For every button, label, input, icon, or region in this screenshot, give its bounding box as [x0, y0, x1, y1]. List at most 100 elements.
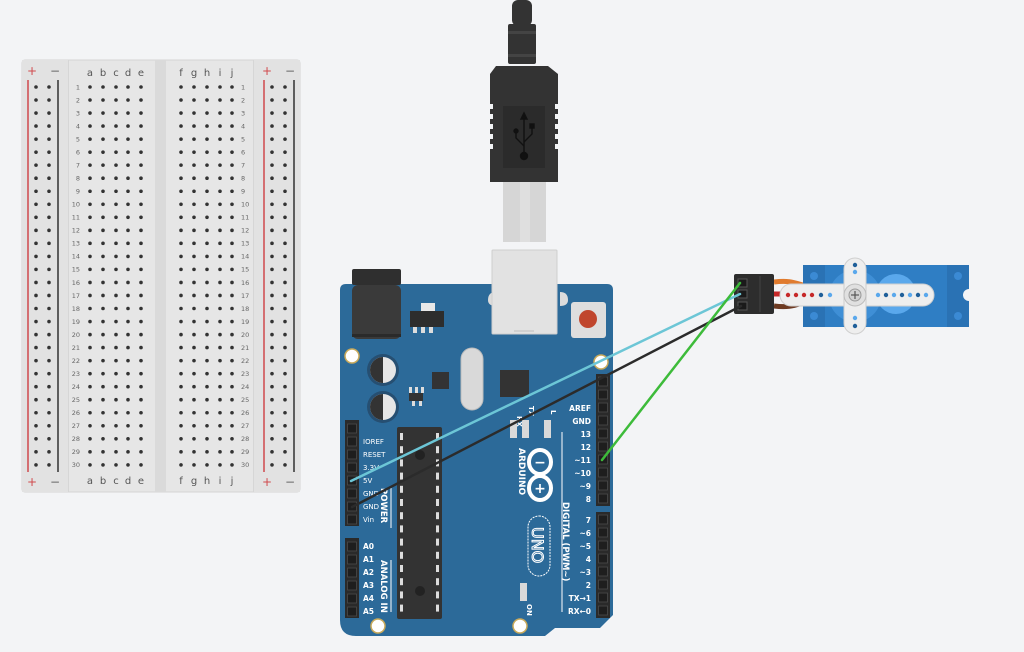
breadboard-holes[interactable]	[34, 85, 287, 467]
header-pin[interactable]	[347, 580, 357, 591]
breadboard-hole[interactable]	[179, 280, 183, 285]
rail-hole[interactable]	[270, 358, 274, 363]
breadboard-hole[interactable]	[101, 137, 105, 141]
rail-hole[interactable]	[34, 280, 38, 285]
breadboard-hole[interactable]	[192, 267, 196, 272]
breadboard-hole[interactable]	[126, 463, 130, 467]
header-pin[interactable]	[598, 540, 608, 551]
breadboard-hole[interactable]	[192, 410, 196, 415]
rail-hole[interactable]	[34, 137, 38, 141]
breadboard-hole[interactable]	[192, 215, 196, 220]
breadboard-hole[interactable]	[88, 397, 92, 402]
breadboard-hole[interactable]	[126, 306, 130, 311]
rail-hole[interactable]	[270, 437, 274, 441]
breadboard-hole[interactable]	[192, 124, 196, 128]
breadboard-hole[interactable]	[205, 124, 209, 128]
breadboard-hole[interactable]	[88, 345, 92, 350]
breadboard-hole[interactable]	[88, 98, 92, 102]
breadboard-hole[interactable]	[205, 241, 209, 246]
breadboard-hole[interactable]	[205, 215, 209, 220]
breadboard-hole[interactable]	[114, 463, 118, 467]
breadboard-hole[interactable]	[88, 280, 92, 285]
breadboard-hole[interactable]	[139, 215, 143, 220]
breadboard-hole[interactable]	[114, 437, 118, 441]
breadboard-hole[interactable]	[101, 410, 105, 415]
rail-hole[interactable]	[283, 267, 287, 272]
wire-5v-to-servo-power[interactable]	[349, 292, 742, 483]
breadboard-hole[interactable]	[139, 319, 143, 324]
breadboard-hole[interactable]	[139, 280, 143, 285]
breadboard-hole[interactable]	[192, 189, 196, 194]
breadboard-hole[interactable]	[192, 437, 196, 441]
breadboard-hole[interactable]	[88, 202, 92, 207]
breadboard-hole[interactable]	[192, 463, 196, 467]
rail-hole[interactable]	[47, 241, 51, 246]
breadboard-hole[interactable]	[179, 437, 183, 441]
header-pin[interactable]	[598, 514, 608, 525]
breadboard-hole[interactable]	[126, 384, 130, 389]
breadboard-hole[interactable]	[101, 463, 105, 467]
breadboard-hole[interactable]	[139, 163, 143, 167]
rail-hole[interactable]	[270, 137, 274, 141]
breadboard-hole[interactable]	[205, 85, 209, 89]
rail-hole[interactable]	[283, 384, 287, 389]
breadboard-hole[interactable]	[218, 319, 222, 324]
rail-hole[interactable]	[270, 228, 274, 233]
rail-hole[interactable]	[283, 423, 287, 428]
breadboard-hole[interactable]	[192, 332, 196, 337]
breadboard-hole[interactable]	[192, 319, 196, 324]
breadboard-hole[interactable]	[230, 202, 234, 207]
rail-hole[interactable]	[47, 345, 51, 350]
rail-hole[interactable]	[283, 241, 287, 246]
header-pin[interactable]	[598, 389, 608, 400]
rail-hole[interactable]	[34, 450, 38, 454]
breadboard-hole[interactable]	[205, 371, 209, 376]
breadboard-hole[interactable]	[218, 241, 222, 246]
rail-hole[interactable]	[34, 176, 38, 181]
rail-hole[interactable]	[34, 410, 38, 415]
breadboard-hole[interactable]	[139, 410, 143, 415]
breadboard-hole[interactable]	[179, 345, 183, 350]
rail-hole[interactable]	[47, 397, 51, 402]
breadboard-hole[interactable]	[139, 98, 143, 102]
rail-hole[interactable]	[270, 332, 274, 337]
breadboard-hole[interactable]	[114, 228, 118, 233]
breadboard-hole[interactable]	[139, 293, 143, 298]
breadboard-hole[interactable]	[114, 124, 118, 128]
breadboard-hole[interactable]	[101, 228, 105, 233]
rail-hole[interactable]	[47, 450, 51, 454]
breadboard-hole[interactable]	[126, 423, 130, 428]
breadboard-hole[interactable]	[126, 332, 130, 337]
breadboard-hole[interactable]	[218, 358, 222, 363]
breadboard-hole[interactable]	[218, 215, 222, 220]
breadboard-hole[interactable]	[230, 189, 234, 194]
breadboard-hole[interactable]	[230, 280, 234, 285]
breadboard-hole[interactable]	[101, 293, 105, 298]
breadboard-hole[interactable]	[88, 384, 92, 389]
breadboard-hole[interactable]	[126, 410, 130, 415]
breadboard-hole[interactable]	[139, 150, 143, 154]
header-pin[interactable]	[598, 553, 608, 564]
breadboard-hole[interactable]	[230, 215, 234, 220]
breadboard-hole[interactable]	[114, 189, 118, 194]
rail-hole[interactable]	[270, 85, 274, 89]
breadboard-hole[interactable]	[114, 319, 118, 324]
rail-hole[interactable]	[34, 189, 38, 194]
rail-hole[interactable]	[34, 319, 38, 324]
breadboard-hole[interactable]	[179, 85, 183, 89]
breadboard-hole[interactable]	[101, 98, 105, 102]
rail-hole[interactable]	[270, 98, 274, 102]
rail-hole[interactable]	[270, 150, 274, 154]
breadboard-hole[interactable]	[230, 111, 234, 115]
breadboard-hole[interactable]	[101, 332, 105, 337]
breadboard-hole[interactable]	[179, 111, 183, 115]
breadboard-hole[interactable]	[139, 332, 143, 337]
breadboard-hole[interactable]	[230, 384, 234, 389]
breadboard-hole[interactable]	[88, 293, 92, 298]
breadboard-hole[interactable]	[114, 450, 118, 454]
breadboard-hole[interactable]	[101, 85, 105, 89]
breadboard-hole[interactable]	[230, 319, 234, 324]
breadboard-hole[interactable]	[218, 98, 222, 102]
breadboard-hole[interactable]	[230, 98, 234, 102]
rail-hole[interactable]	[270, 202, 274, 207]
